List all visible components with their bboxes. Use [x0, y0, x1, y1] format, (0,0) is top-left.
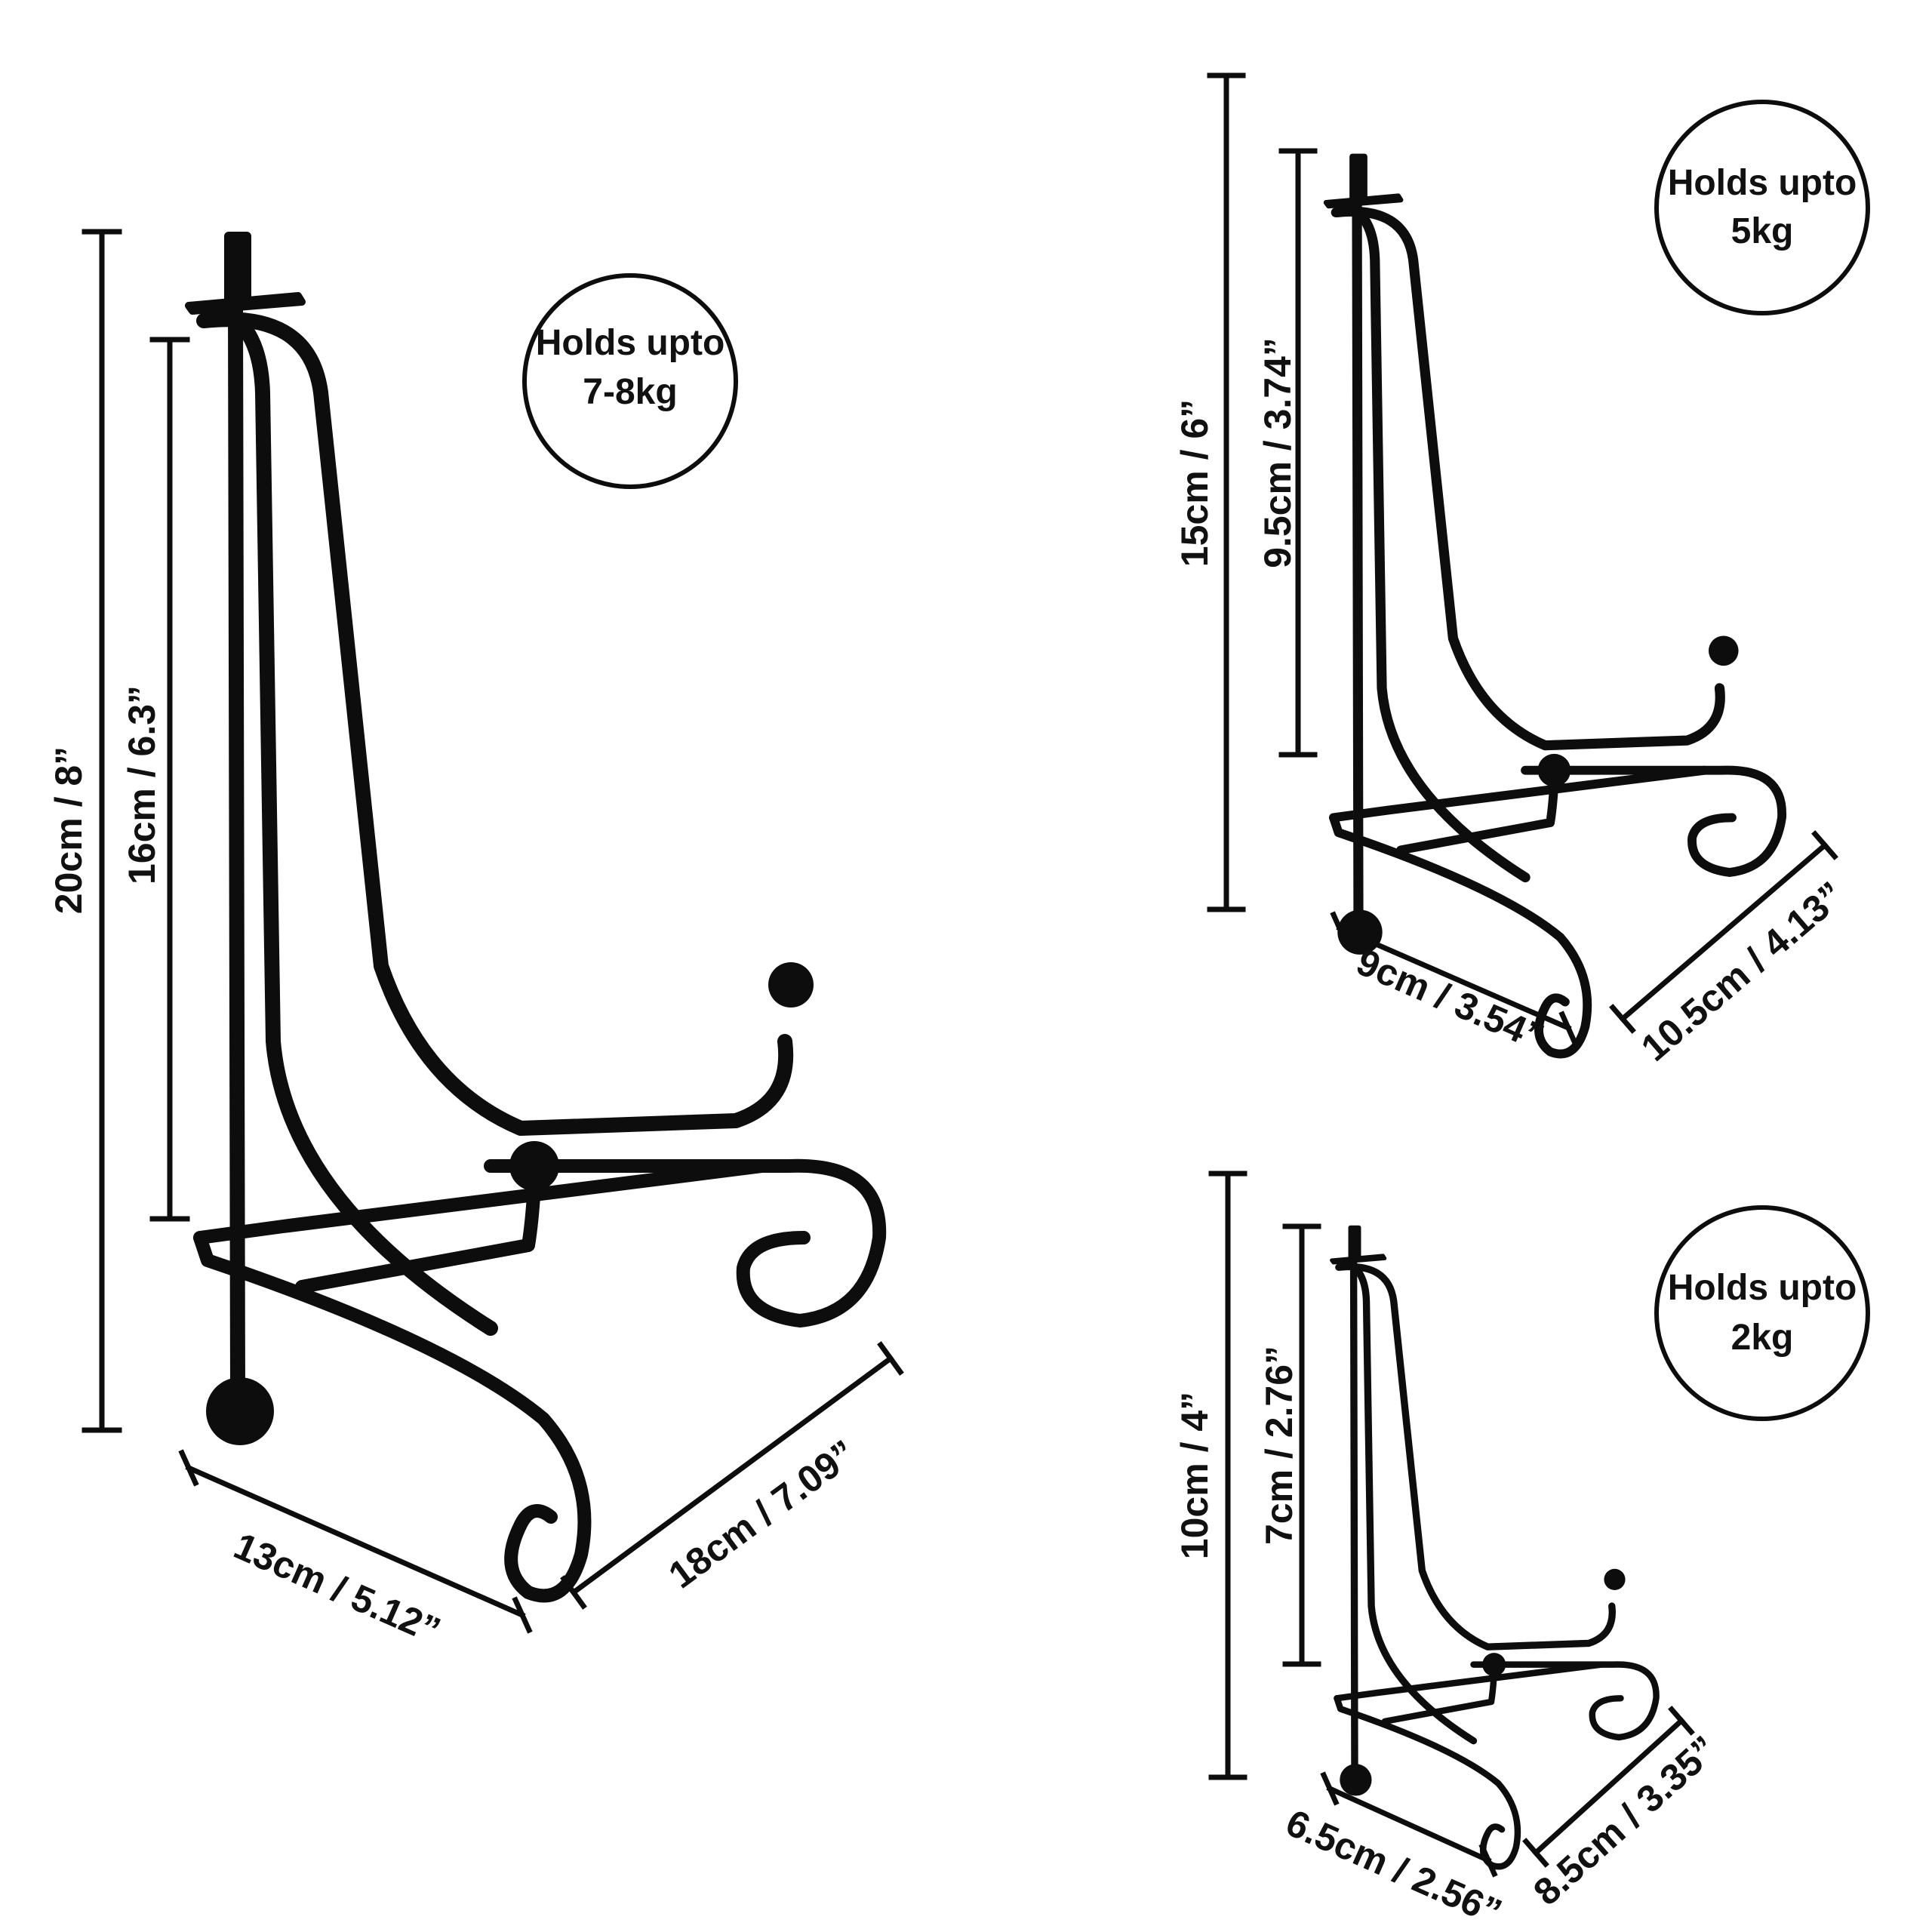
small-stand-group: 10cm / 4” 7cm / 2.76” 6.5cm / 2.56” 8.5c… — [1174, 1171, 1870, 1932]
large-overall-height-dimension: 20cm / 8” — [48, 229, 122, 1433]
large-support-height-dimension: 16cm / 6.3” — [121, 337, 190, 1222]
medium-support-height-label: 9.5cm / 3.74” — [1257, 337, 1299, 568]
medium-capacity-badge: Holds upto 5kg — [1654, 100, 1870, 315]
small-capacity-badge: Holds upto 2kg — [1654, 1205, 1870, 1421]
large-base-width-dimension: 13cm / 5.12” — [178, 1449, 533, 1652]
medium-support-height-dimension: 9.5cm / 3.74” — [1257, 148, 1318, 758]
large-base-width-label: 13cm / 5.12” — [228, 1524, 447, 1652]
large-overall-height-label: 20cm / 8” — [48, 746, 90, 914]
small-support-height-label: 7cm / 2.76” — [1258, 1346, 1300, 1545]
small-stand-illustration — [1331, 1226, 1656, 1866]
large-base-depth-dimension: 18cm / 7.09” — [560, 1341, 904, 1610]
medium-capacity-line2: 5kg — [1731, 211, 1794, 251]
medium-base-width-label: 9cm / 3.54” — [1351, 940, 1550, 1059]
small-capacity-line2: 2kg — [1731, 1318, 1794, 1358]
large-stand-illustration — [189, 232, 879, 1595]
large-stand-group: 20cm / 8” 16cm / 6.3” 13cm / 5.12” 18cm … — [48, 229, 904, 1652]
small-support-height-dimension: 7cm / 2.76” — [1258, 1223, 1321, 1667]
small-overall-height-label: 10cm / 4” — [1174, 1392, 1216, 1559]
small-base-width-label: 6.5cm / 2.56” — [1280, 1801, 1508, 1932]
medium-base-depth-label: 10.5cm / 4.13” — [1633, 873, 1852, 1069]
large-support-height-label: 16cm / 6.3” — [121, 685, 163, 884]
medium-overall-height-label: 15cm / 6” — [1174, 399, 1216, 567]
large-base-depth-label: 18cm / 7.09” — [661, 1432, 863, 1596]
medium-capacity-line1: Holds upto — [1668, 163, 1857, 203]
large-capacity-badge: Holds upto 7-8kg — [522, 273, 738, 489]
small-capacity-line1: Holds upto — [1668, 1268, 1857, 1308]
small-overall-height-dimension: 10cm / 4” — [1174, 1171, 1247, 1780]
medium-stand-group: 15cm / 6” 9.5cm / 3.74” 9cm / 3.54” 10.5… — [1174, 72, 1870, 1069]
large-capacity-line2: 7-8kg — [583, 372, 677, 412]
small-base-depth-dimension: 8.5cm / 3.35” — [1522, 1706, 1725, 1913]
medium-overall-height-dimension: 15cm / 6” — [1174, 72, 1246, 912]
large-capacity-line1: Holds upto — [536, 323, 725, 363]
small-base-width-dimension: 6.5cm / 2.56” — [1280, 1771, 1508, 1932]
small-base-depth-label: 8.5cm / 3.35” — [1525, 1727, 1725, 1913]
